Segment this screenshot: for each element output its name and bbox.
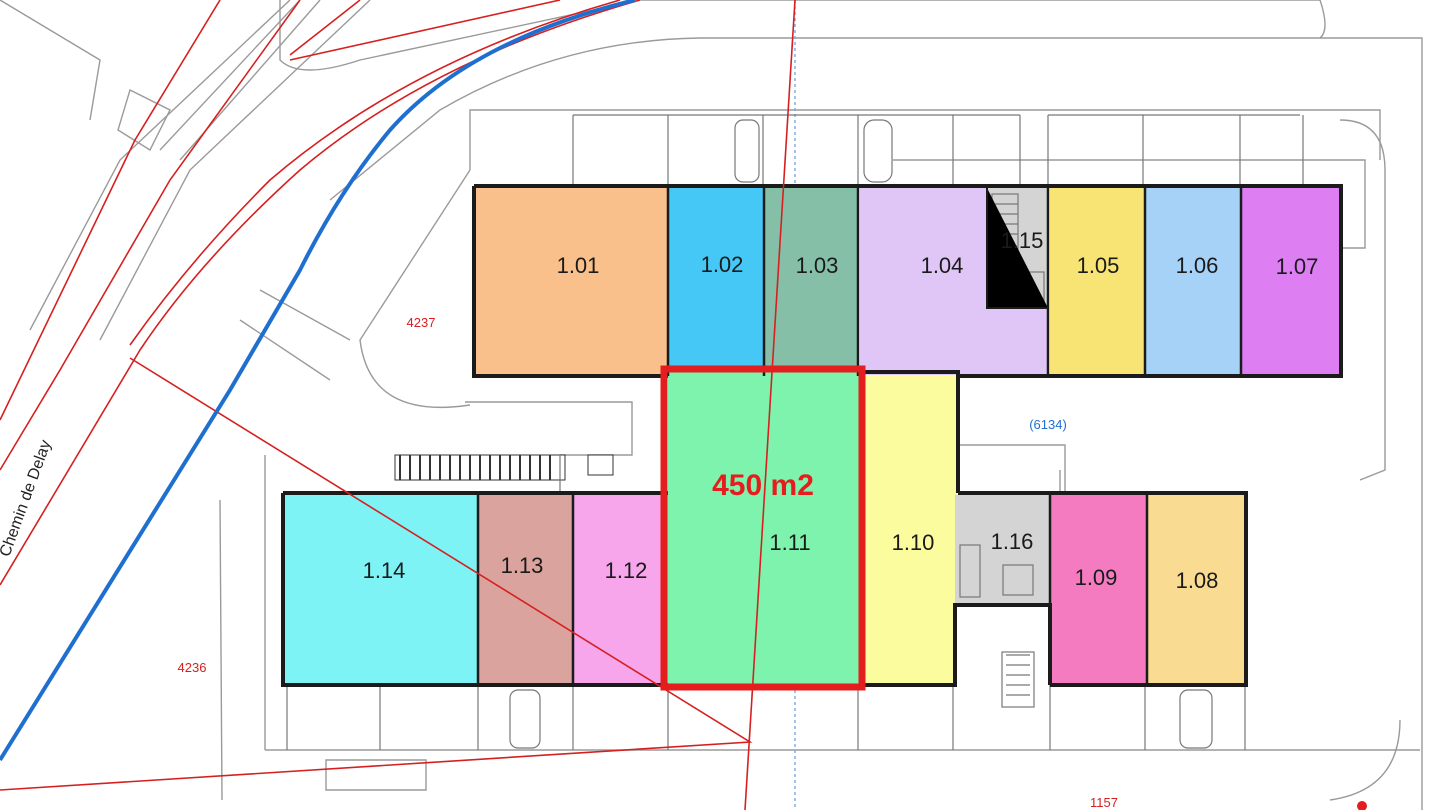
- unit-1-06[interactable]: [1145, 188, 1241, 376]
- unit-label-1-14: 1.14: [363, 558, 406, 583]
- unit-1-08[interactable]: [1147, 495, 1244, 685]
- unit-label-1-08: 1.08: [1176, 568, 1219, 593]
- parcel-label-4236: 4236: [178, 660, 207, 675]
- area-callout: 450 m2: [712, 469, 814, 502]
- parking-bays: [286, 114, 1304, 750]
- unit-label-1-10: 1.10: [892, 530, 935, 555]
- unit-1-13[interactable]: [478, 495, 573, 685]
- parcel-boundaries: [0, 0, 796, 810]
- marker-dot: [1357, 801, 1367, 810]
- unit-1-12[interactable]: [573, 495, 668, 685]
- service-details: [394, 193, 1045, 696]
- utility-line: [0, 0, 636, 762]
- unit-label-1-15: 1.15: [1001, 228, 1044, 253]
- unit-label-1-09: 1.09: [1075, 565, 1118, 590]
- unit-1-02[interactable]: [668, 188, 764, 376]
- unit-label-1-04: 1.04: [921, 253, 964, 278]
- unit-1-05[interactable]: [1050, 188, 1145, 376]
- unit-label-1-05: 1.05: [1077, 253, 1120, 278]
- unit-label-1-02: 1.02: [701, 252, 744, 277]
- unit-1-10[interactable]: [860, 375, 957, 685]
- unit-1-03[interactable]: [764, 188, 858, 376]
- unit-label-1-03: 1.03: [796, 253, 839, 278]
- unit-label-1-16: 1.16: [991, 529, 1034, 554]
- unit-label-1-12: 1.12: [605, 558, 648, 583]
- parcel-label-6134: (6134): [1029, 417, 1067, 432]
- unit-label-1-13: 1.13: [501, 553, 544, 578]
- unit-label-1-06: 1.06: [1176, 253, 1219, 278]
- unit-1-09[interactable]: [1050, 495, 1147, 685]
- parcel-label-4237: 4237: [407, 315, 436, 330]
- unit-labels: 1.01 1.02 1.03 1.04 1.15 1.05 1.06 1.07 …: [363, 228, 1319, 593]
- unit-1-14[interactable]: [285, 495, 478, 685]
- building-walls: [281, 184, 1343, 687]
- unit-label-1-01: 1.01: [557, 253, 600, 278]
- unit-1-07[interactable]: [1241, 188, 1339, 376]
- highlight-outline: [660, 365, 866, 691]
- unit-1-01[interactable]: [476, 188, 668, 376]
- unit-1-11[interactable]: [668, 372, 860, 685]
- units: [285, 188, 1339, 685]
- unit-label-1-07: 1.07: [1276, 254, 1319, 279]
- parcel-label-1157: 1157: [1090, 795, 1118, 810]
- unit-label-1-11: 1.11: [769, 530, 810, 555]
